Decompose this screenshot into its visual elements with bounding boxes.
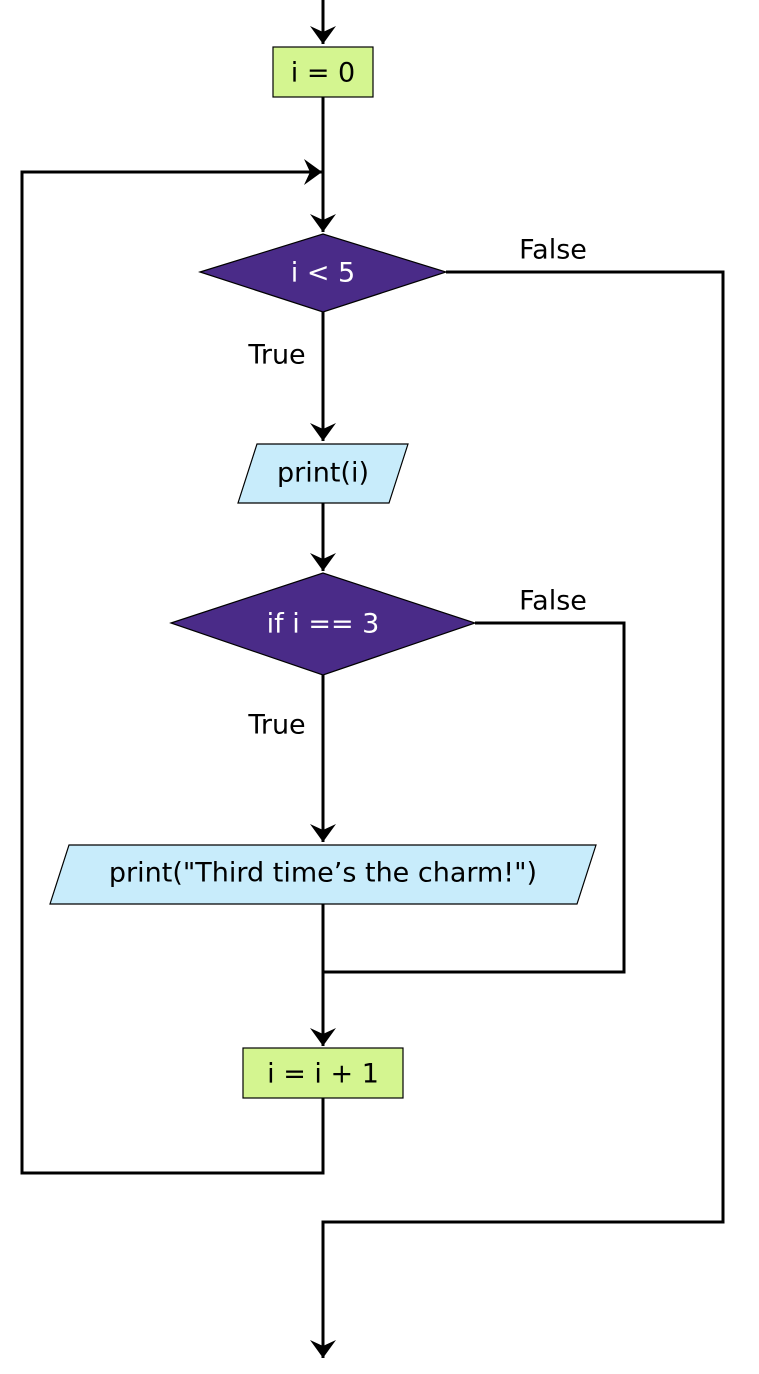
node-label: print("Third time’s the charm!") [109, 858, 537, 889]
if-false-label: False [519, 586, 587, 617]
io-parallelogram [49, 844, 597, 905]
node-label: print(i) [277, 458, 369, 489]
node-label: i < 5 [291, 258, 355, 289]
node-label: i = i + 1 [267, 1059, 379, 1090]
process-box [272, 46, 374, 98]
node-label: if i == 3 [267, 609, 380, 640]
loop-back-edge [20, 159, 325, 1175]
loop-true-label: True [247, 340, 305, 371]
node-print-charm: print("Third time’s the charm!") [49, 844, 597, 905]
edges [20, 0, 725, 1358]
decision-diamond [169, 572, 477, 676]
node-increment: i = i + 1 [242, 1047, 404, 1099]
node-if-condition: if i == 3 [169, 572, 477, 676]
node-label: i = 0 [291, 58, 355, 89]
loop-false-label: False [519, 235, 587, 266]
loop-false-edge [310, 270, 725, 1358]
decision-diamond [198, 233, 448, 313]
node-print-i: print(i) [237, 443, 409, 504]
node-init: i = 0 [272, 46, 374, 98]
if-false-edge [323, 621, 626, 974]
process-box [242, 1047, 404, 1099]
if-true-label: True [247, 710, 305, 741]
node-loop-condition: i < 5 [198, 233, 448, 313]
io-parallelogram [237, 443, 409, 504]
